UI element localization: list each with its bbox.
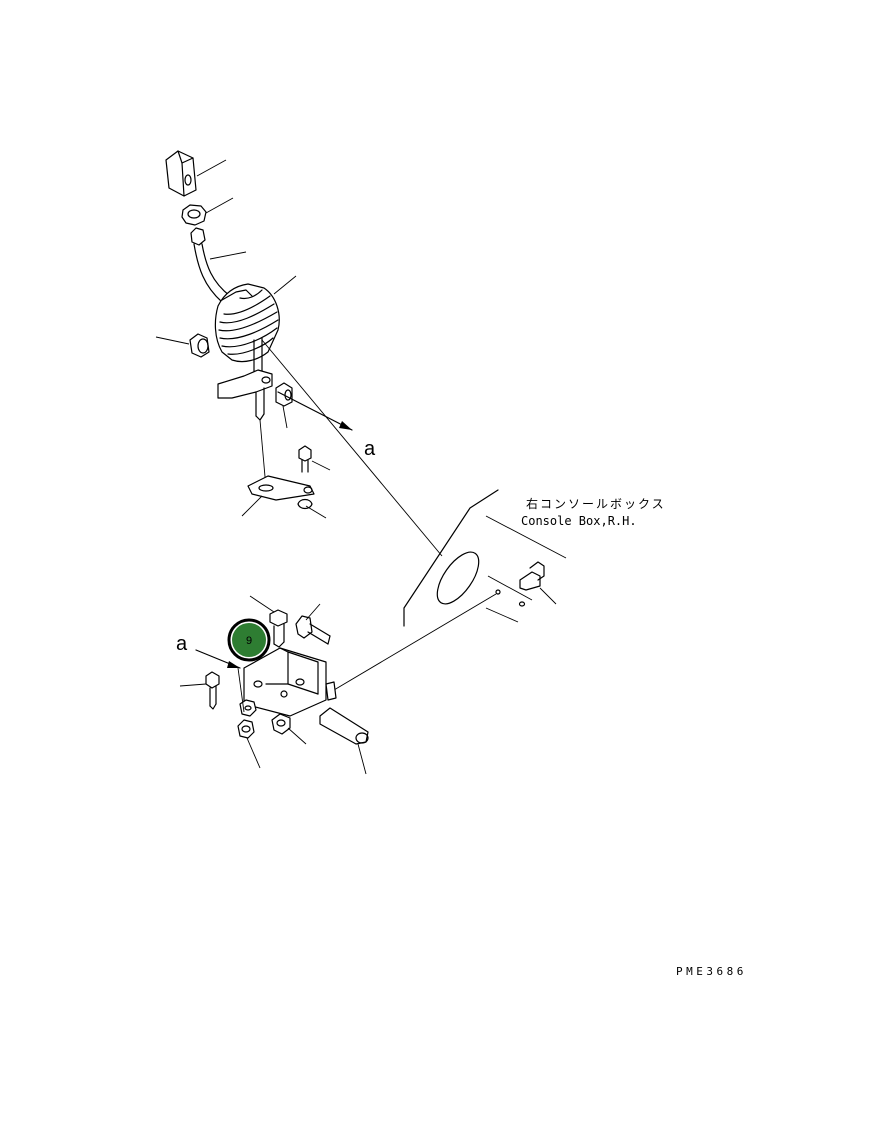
link-line-shaft [259,419,267,489]
leader-bolt-upper [249,595,275,613]
leader-link-plate [241,495,263,517]
bolt-left [205,671,220,710]
flange-bolt [295,615,331,645]
drawing-code: PME3686 [676,965,747,978]
leader-bolt-left [179,683,207,687]
callout-number: 9 [246,635,252,647]
link-line-console-bracket [333,593,497,691]
view-label-a-top: a [364,438,376,460]
console-box-outline [403,489,567,627]
callout-marker[interactable]: 9 [227,618,271,662]
leader-bushing-right [282,405,288,429]
callout-ring [227,618,271,662]
leader-console-bolt [539,587,557,605]
leader-nut-lower-left [246,737,261,769]
console-bolt [519,561,545,591]
bracket [243,647,337,717]
link-plate [247,475,315,501]
bushing-left [189,333,210,358]
leader-nut-lower-right [287,727,307,745]
leader-pin [357,743,367,775]
leader-boot [273,275,297,295]
console-box-en-label: Console Box,R.H. [521,514,637,528]
leader-cotter-pin [305,505,327,519]
lever-boot [214,283,280,363]
link-line-boot-console [261,339,443,557]
view-arrow-bottom [195,649,241,669]
bolt-small [298,445,312,473]
lock-nut [181,204,207,226]
pin [319,707,369,745]
callout-fill [232,623,266,657]
nut-lower-left [237,719,255,739]
nut-small [239,699,257,717]
leader-rod [209,251,247,260]
leader-bushing-left [155,336,190,345]
console-box-jp-label: 右コンソールボックス [526,496,666,511]
leader-bolt-small [311,460,331,471]
nut-lower-right [271,713,291,735]
leader-bracket-mid [237,667,245,713]
cotter-pin [297,498,313,510]
leader-flange-bolt [305,603,321,621]
view-arrow-top [277,391,353,431]
leader-nut [205,197,234,214]
bolt-upper [269,609,288,648]
leader-knob [196,159,227,177]
lever-rod [190,227,231,303]
view-label-a-bottom: a [176,633,188,655]
lever-shaft [217,337,273,421]
lever-knob [165,150,197,197]
leader-console-hole [485,607,519,623]
